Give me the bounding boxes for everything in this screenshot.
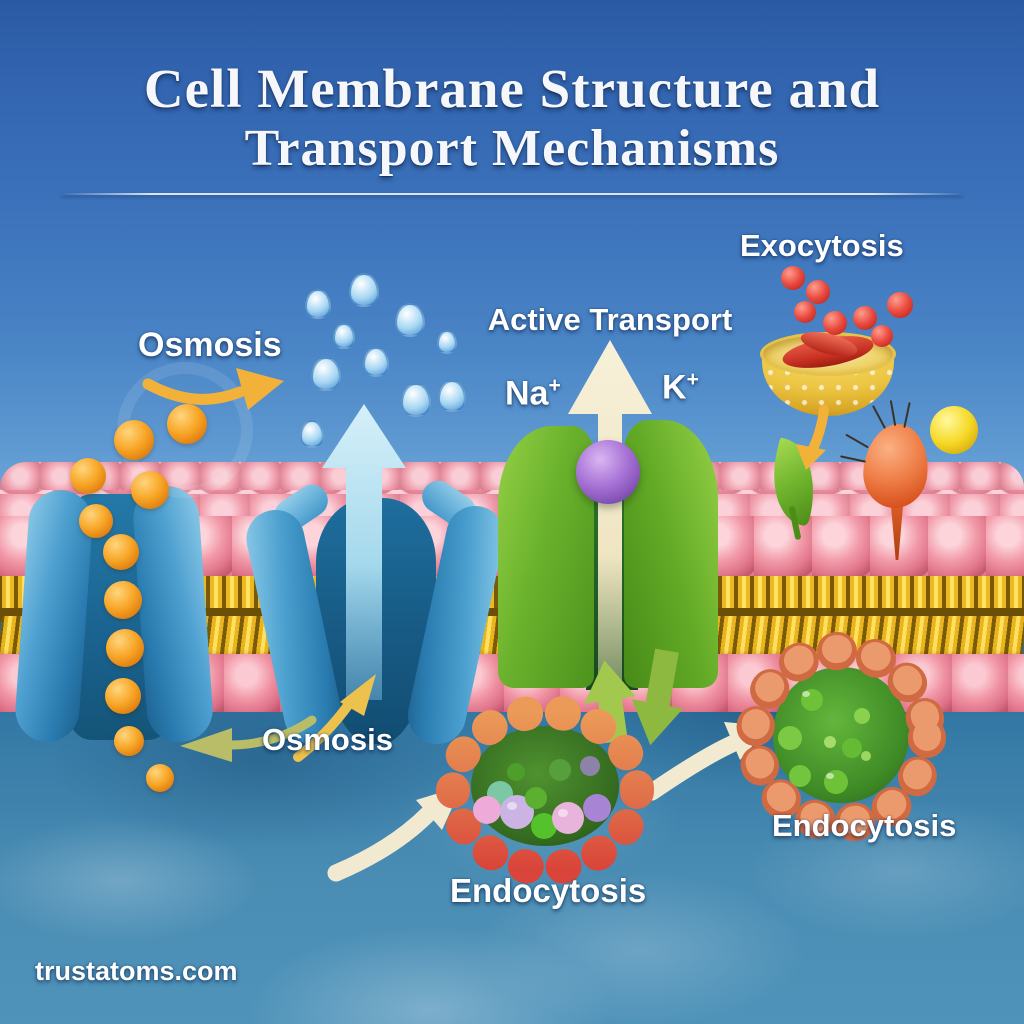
solute-sphere [131, 471, 169, 509]
pump-lobe [624, 420, 718, 688]
secreted-molecule [781, 266, 805, 290]
osmosis-bottom-arrowhead [340, 674, 376, 716]
osmosis-top-arrow [142, 378, 246, 405]
osmosis-left-arrow [225, 715, 317, 750]
water-droplet [437, 330, 457, 354]
solute-sphere [103, 534, 139, 570]
secreted-molecule [853, 306, 877, 330]
solute-sphere [70, 458, 106, 494]
water-droplet [363, 347, 389, 377]
water-droplet [300, 420, 324, 448]
title-divider [62, 193, 962, 195]
secreted-molecule [806, 280, 830, 304]
endocytosis-right-label: Endocytosis [772, 808, 957, 843]
osmosis-left-arrowhead [180, 728, 232, 762]
osmosis-up-arrow [322, 404, 406, 700]
osmosis-bottom-label: Osmosis [262, 722, 393, 757]
endocytosis-vesicle-center [436, 695, 654, 885]
endocytosis-arrow-left [327, 805, 437, 882]
water-droplet [395, 303, 425, 337]
solute-sphere [146, 764, 174, 792]
solute-sphere [167, 404, 207, 444]
exocytosis-down-arrowhead [796, 444, 826, 470]
solute-sphere [114, 420, 154, 460]
title-line-1: Cell Membrane Structure and [143, 58, 881, 119]
active-transport-arrow [568, 340, 652, 700]
page-title: Cell Membrane Structure and Transport Me… [0, 58, 1024, 178]
osmosis-bottom-arrow [293, 699, 354, 762]
solute-sphere [105, 678, 141, 714]
solute-sphere [106, 629, 144, 667]
title-line-2: Transport Mechanisms [244, 119, 780, 177]
water-droplet [401, 383, 431, 417]
na-ion-label: Na+ [505, 374, 561, 413]
secreted-molecule [794, 301, 816, 323]
water-droplet [333, 323, 355, 349]
secreted-molecule [887, 292, 913, 318]
active-transport-label: Active Transport [487, 302, 733, 337]
water-droplet [438, 380, 466, 412]
receptor-protein [840, 400, 933, 560]
secreted-molecule [871, 325, 893, 347]
water-droplet [305, 289, 331, 319]
ligand-sphere [930, 406, 978, 454]
water-droplet [311, 357, 341, 391]
exocytosis-label: Exocytosis [740, 228, 904, 263]
watermark: trustatoms.com [35, 956, 238, 986]
solute-sphere [79, 504, 113, 538]
solute-sphere [114, 726, 144, 756]
endocytosis-arrow-right [643, 734, 743, 801]
osmosis-top-label: Osmosis [138, 326, 282, 364]
exocytosis-down-arrow [808, 405, 829, 454]
osmosis-top-arrowhead [236, 368, 284, 410]
solute-sphere [104, 581, 142, 619]
endocytosis-center-label: Endocytosis [450, 872, 647, 909]
active-transport-pump [498, 418, 718, 690]
secreted-molecule [823, 311, 847, 335]
pump-ion-sphere [576, 440, 640, 504]
transport-down-arrow [632, 648, 684, 746]
k-ion-label: K+ [662, 368, 699, 407]
water-droplet [349, 273, 379, 307]
transport-up-arrow [584, 660, 636, 744]
endocytosis-vesicle-right [736, 632, 946, 842]
